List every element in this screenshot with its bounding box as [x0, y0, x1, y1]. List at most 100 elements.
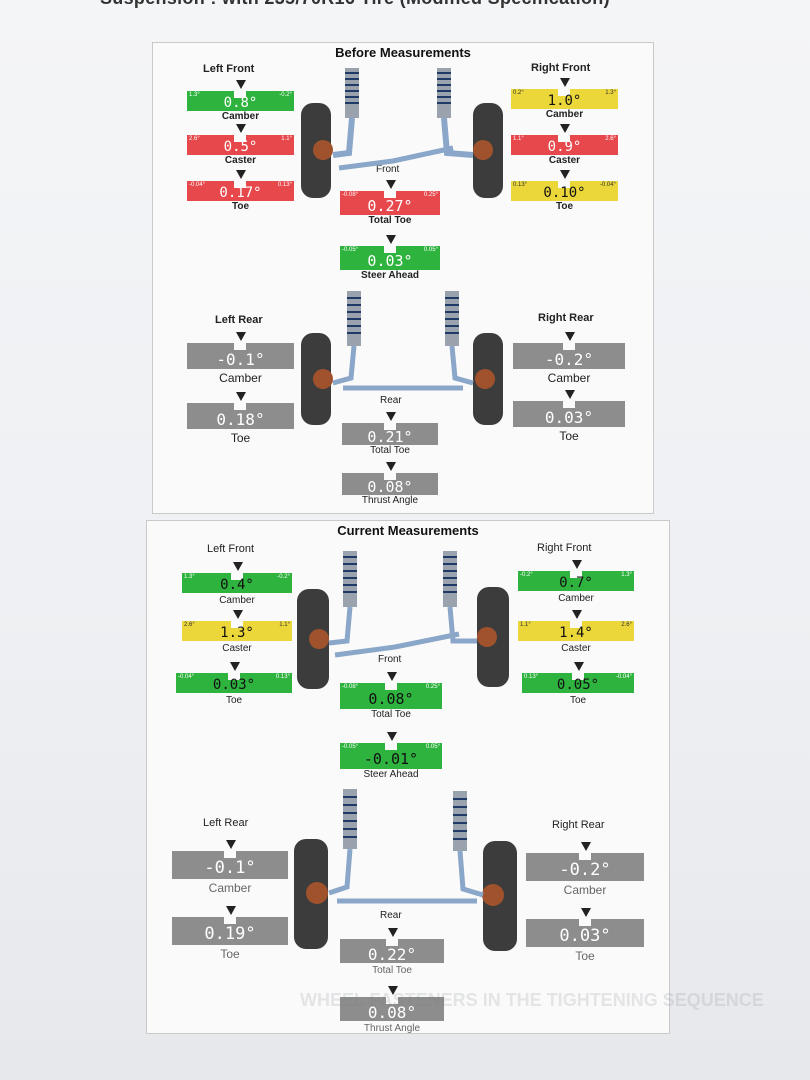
rf-camber-gauge: 0.2° 1.3° 1.0° Camber [511, 78, 618, 120]
right-rear-label: Right Rear [552, 819, 605, 831]
range-max: 1.3° [621, 572, 632, 578]
pointer-arrow-icon [581, 842, 591, 851]
gauge-value: 0.21° [367, 428, 413, 446]
gauge-name: Total Toe [370, 445, 410, 456]
gauge-name: Caster [222, 643, 252, 654]
rr-camber-gauge: -0.2° Camber [513, 332, 625, 385]
range-min: -0.08° [342, 192, 359, 198]
gauge-value: 0.27° [367, 197, 413, 215]
gauge-value: 0.5° [223, 139, 258, 155]
gauge-name: Camber [219, 595, 255, 606]
pointer-arrow-icon [565, 390, 575, 399]
pointer-arrow-icon [226, 906, 236, 915]
pointer-arrow-icon [233, 562, 243, 571]
gauge-value: 0.08° [367, 1003, 417, 1022]
pointer-arrow-icon [572, 560, 582, 569]
range-min: 1.1° [513, 136, 524, 142]
lr-camber-gauge: -0.1° Camber [172, 840, 288, 895]
pointer-arrow-icon [386, 235, 396, 244]
page-heading: Suspension : with 235/70R16 Tire (Modifi… [100, 0, 720, 9]
lf-caster-gauge: 2.6° 1.1° 1.3° Caster [182, 610, 292, 654]
current-measurements-panel: Current Measurements Left Front Right Fr… [146, 520, 670, 1034]
gauge-name: Steer Ahead [363, 769, 419, 780]
left-rear-label: Left Rear [203, 817, 249, 829]
gauge-name: Toe [569, 695, 587, 706]
rear-axle-label: Rear [380, 395, 402, 406]
range-max: 0.25° [423, 192, 438, 198]
gauge-value: 0.08° [367, 478, 413, 496]
lf-camber-gauge: 1.3° -0.2° 0.4° Camber [182, 562, 292, 606]
front-suspension-diagram [301, 68, 503, 425]
range-max: -0.04° [615, 674, 632, 680]
front-total-toe-gauge: -0.08° 0.25° 0.08° Total Toe [340, 672, 442, 720]
gauge-value: 0.03° [544, 408, 594, 427]
range-max: 0.05° [423, 247, 438, 253]
range-min: 0.2° [513, 90, 524, 96]
panel-title: Current Measurements [337, 523, 479, 538]
gauge-value: 0.19° [204, 924, 256, 944]
pointer-arrow-icon [574, 662, 584, 671]
gauge-name: Caster [548, 155, 581, 166]
gauge-name: Toe [231, 201, 250, 212]
pointer-arrow-icon [236, 80, 246, 89]
steer-ahead-gauge: -0.05° 0.05° -0.01° Steer Ahead [340, 732, 442, 780]
gauge-name: Camber [221, 111, 260, 122]
gauge-value: 0.22° [367, 945, 417, 964]
pointer-arrow-icon [565, 332, 575, 341]
gauge-name: Camber [208, 881, 252, 895]
pointer-arrow-icon [386, 462, 396, 471]
lr-camber-gauge: -0.1° Camber [187, 332, 294, 385]
gauge-value: 0.17° [219, 185, 262, 201]
gauge-name: Thrust Angle [361, 495, 419, 506]
range-min: -0.04° [189, 182, 206, 188]
lr-toe-gauge: 0.19° Toe [172, 906, 288, 961]
gauge-name: Toe [220, 947, 240, 961]
range-min: -0.08° [342, 684, 359, 690]
gauge-name: Toe [575, 949, 595, 963]
gauge-value: 0.9° [547, 139, 582, 155]
gauge-value: -0.2° [544, 350, 594, 369]
lr-toe-gauge: 0.18° Toe [187, 392, 294, 445]
gauge-value: 0.8° [223, 95, 258, 111]
range-min: 1.3° [184, 574, 195, 580]
gauge-name: Toe [555, 201, 574, 212]
suspension-diagram [294, 551, 517, 951]
range-max: -0.2° [279, 92, 292, 98]
gauge-value: 0.05° [556, 677, 600, 693]
range-min: -0.05° [342, 247, 359, 253]
steer-ahead-gauge: -0.05° 0.05° 0.03° Steer Ahead [340, 235, 440, 281]
rf-toe-gauge: 0.13° -0.04° 0.10° Toe [511, 170, 618, 212]
gauge-name: Caster [224, 155, 257, 166]
pointer-arrow-icon [387, 672, 397, 681]
thrust-angle-gauge: 0.08° Thrust Angle [342, 462, 438, 506]
right-front-label: Right Front [537, 542, 592, 554]
range-max: 2.6° [605, 136, 616, 142]
front-total-toe-gauge: -0.08° 0.25° 0.27° Total Toe [340, 180, 440, 226]
range-max: 0.13° [277, 182, 292, 188]
pointer-arrow-icon [236, 392, 246, 401]
rr-toe-gauge: 0.03° Toe [526, 908, 644, 963]
left-rear-label: Left Rear [215, 314, 263, 326]
gauge-name: Total Toe [368, 215, 412, 226]
gauge-value: 0.03° [559, 926, 611, 946]
gauge-value: 0.18° [216, 410, 265, 429]
gauge-name: Camber [547, 371, 591, 385]
rear-total-toe-gauge: 0.22° Total Toe [340, 928, 444, 976]
range-min: 2.6° [184, 622, 195, 628]
range-max: -0.04° [599, 182, 616, 188]
gauge-name: Toe [230, 431, 251, 445]
pointer-arrow-icon [388, 986, 398, 995]
gauge-bar [187, 91, 294, 111]
left-front-label: Left Front [203, 63, 255, 75]
gauge-name: Total Toe [372, 965, 412, 976]
gauge-value: 0.03° [367, 252, 413, 270]
range-max: 1.1° [279, 622, 290, 628]
left-front-label: Left Front [207, 543, 255, 555]
range-min: 2.6° [189, 136, 200, 142]
gauge-value: 1.4° [559, 625, 593, 641]
pointer-arrow-icon [236, 124, 246, 133]
panel-title: Before Measurements [335, 45, 471, 60]
pointer-arrow-icon [233, 610, 243, 619]
gauge-value: 1.3° [220, 625, 254, 641]
pointer-arrow-icon [230, 662, 240, 671]
